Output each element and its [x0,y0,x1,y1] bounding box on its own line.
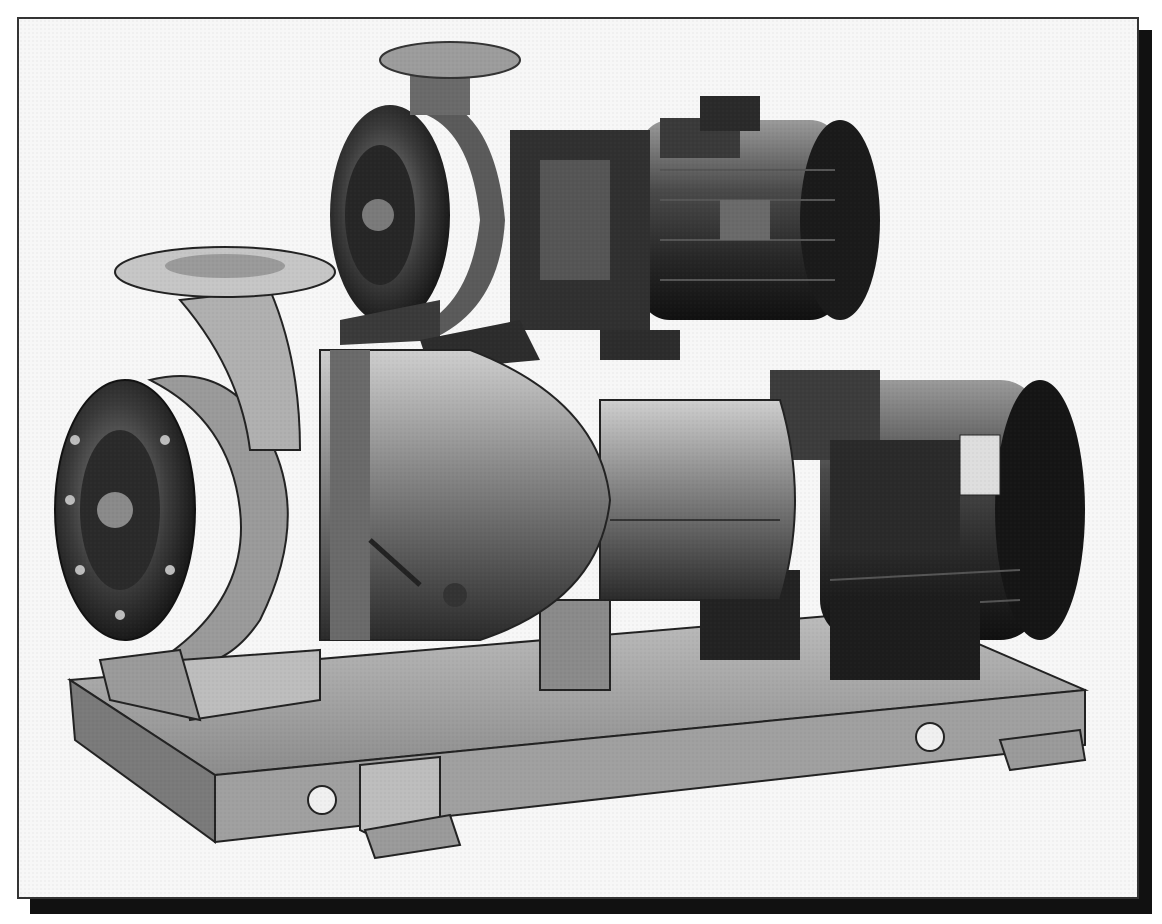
photo-frame [17,17,1152,914]
pump-photo [17,17,1152,914]
